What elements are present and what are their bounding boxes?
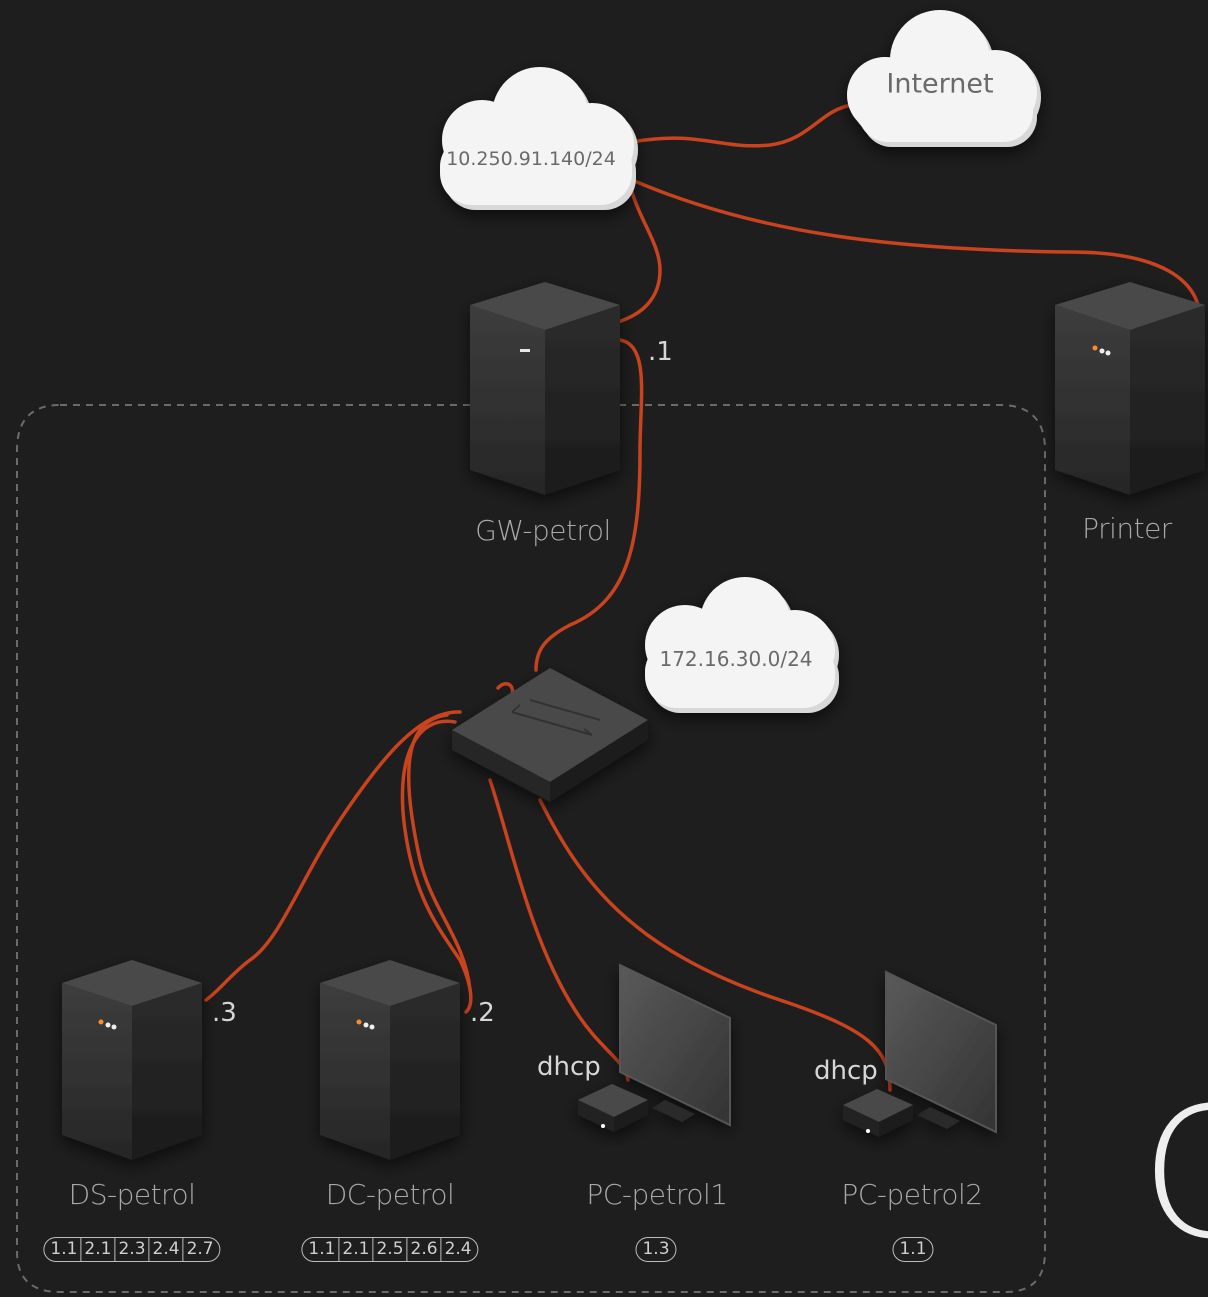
cable-wan-gw bbox=[616, 190, 662, 324]
ds-node-label: DS-petrol bbox=[68, 1178, 196, 1211]
printer-node-label: Printer bbox=[1082, 512, 1172, 545]
cable-switch-pc1 bbox=[488, 778, 630, 1082]
cable-switch-dc-2 bbox=[406, 713, 472, 992]
pc2-tags: 1.1 bbox=[892, 1237, 934, 1262]
gw-node-label: GW-petrol bbox=[475, 514, 611, 547]
network-boundary bbox=[16, 404, 1046, 1293]
dc-tag: 2.4 bbox=[440, 1238, 478, 1261]
pc2-box-icon bbox=[843, 1089, 913, 1137]
edge-glyph: C bbox=[1140, 1070, 1208, 1279]
pc1-box-icon bbox=[578, 1084, 648, 1132]
pc2-monitor-icon bbox=[885, 970, 997, 1134]
ds-tag: 2.7 bbox=[182, 1238, 220, 1261]
ds-server-icon bbox=[62, 960, 202, 1160]
cable-switch-pc2 bbox=[538, 798, 892, 1092]
dc-server-icon bbox=[320, 960, 460, 1160]
cable-wan-internet bbox=[630, 103, 854, 148]
gw-ip-label: .1 bbox=[648, 337, 673, 367]
dc-tag: 2.1 bbox=[338, 1238, 372, 1261]
dc-tag: 2.5 bbox=[372, 1238, 406, 1261]
dc-tag: 2.6 bbox=[406, 1238, 441, 1261]
gw-server-icon bbox=[470, 282, 620, 495]
dc-ip-label: .2 bbox=[470, 998, 495, 1028]
pc1-monitor-icon bbox=[619, 963, 731, 1127]
printer-server-icon bbox=[1055, 282, 1205, 495]
cloud-lan-shape bbox=[645, 577, 839, 713]
switch-icon bbox=[452, 668, 648, 802]
pc2-tag: 1.1 bbox=[899, 1239, 927, 1259]
ds-tag: 2.1 bbox=[80, 1238, 114, 1261]
ds-tag: 2.3 bbox=[114, 1238, 148, 1261]
dc-tag: 1.1 bbox=[308, 1239, 336, 1259]
ds-ip-label: .3 bbox=[212, 998, 237, 1028]
pc1-node-label: PC-petrol1 bbox=[586, 1178, 728, 1211]
ds-tag: 1.1 bbox=[50, 1239, 78, 1259]
ds-tags: 1.1 2.1 2.3 2.4 2.7 bbox=[43, 1237, 221, 1262]
cable-switch-ds bbox=[204, 710, 462, 1002]
ds-tag: 2.4 bbox=[148, 1238, 183, 1261]
cloud-wan-label: 10.250.91.140/24 bbox=[446, 148, 616, 170]
cloud-lan-label: 172.16.30.0/24 bbox=[659, 647, 813, 671]
pc2-ip-label: dhcp bbox=[814, 1056, 878, 1086]
cloud-wan-shape bbox=[440, 67, 638, 210]
pc1-tags: 1.3 bbox=[635, 1237, 677, 1262]
dc-tags: 1.1 2.1 2.5 2.6 2.4 bbox=[301, 1237, 479, 1262]
cable-gw-switch bbox=[534, 338, 644, 672]
cables bbox=[204, 103, 1202, 1092]
pc2-node-label: PC-petrol2 bbox=[841, 1178, 983, 1211]
cable-wan-printer bbox=[630, 178, 1202, 322]
pc1-ip-label: dhcp bbox=[537, 1052, 601, 1082]
pc1-tag: 1.3 bbox=[642, 1239, 670, 1259]
cloud-internet-label: Internet bbox=[886, 68, 994, 100]
dc-node-label: DC-petrol bbox=[325, 1178, 455, 1211]
cloud-internet-shape bbox=[847, 10, 1041, 147]
